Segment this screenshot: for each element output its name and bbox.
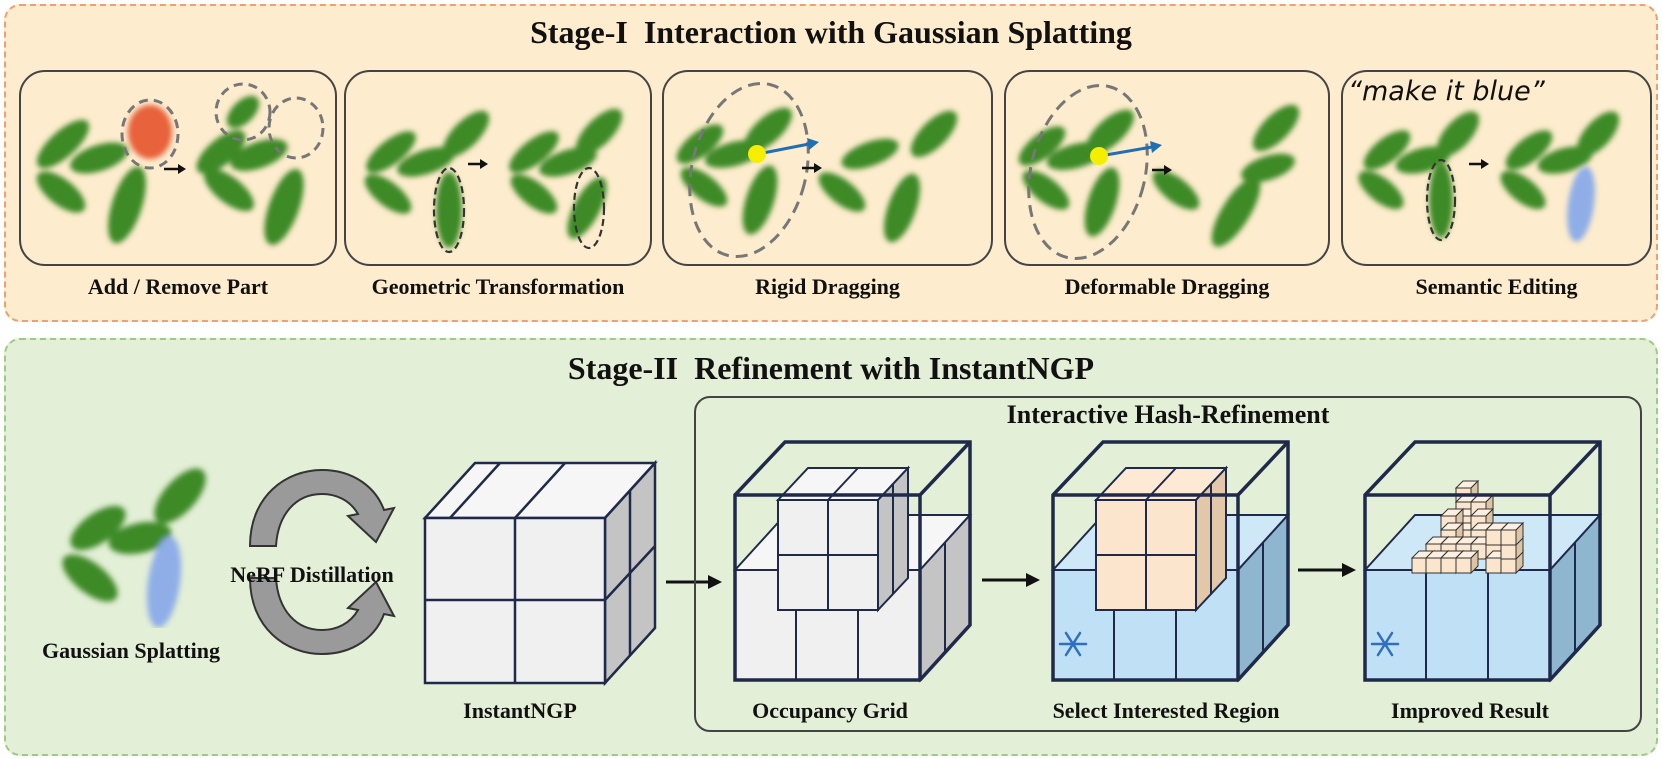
semantic-prompt: “make it blue”: [1348, 76, 1545, 107]
right-arrow-icon: [1298, 563, 1356, 577]
panel-add-remove: [19, 70, 337, 266]
hash-refinement-box: [694, 396, 1642, 732]
panel-deformable-dragging-label: Deformable Dragging: [1064, 274, 1270, 299]
stage2-title: Stage-II Refinement with InstantNGP: [567, 350, 1095, 386]
panel-rigid-dragging-label: Rigid Dragging: [755, 274, 900, 299]
select-region-label: Select Interested Region: [1052, 698, 1280, 723]
improved-result-label: Improved Result: [1391, 698, 1549, 723]
panel-add-remove-label: Add / Remove Part: [87, 274, 269, 299]
panel-geometric-transformation: [344, 70, 652, 266]
right-arrow-icon: [666, 575, 722, 589]
select-region-figure: [1050, 440, 1291, 683]
panel-semantic-editing-label: Semantic Editing: [1415, 274, 1578, 299]
improved-result-figure: [1362, 440, 1603, 683]
cycle-arrow-icon: [248, 468, 396, 656]
panel-rigid-dragging: [662, 70, 993, 266]
gaussian-splatting-label: Gaussian Splatting: [42, 638, 220, 663]
panel-semantic-editing: [1341, 70, 1652, 266]
hash-refinement-title: Interactive Hash-Refinement: [1006, 400, 1330, 429]
occupancy-grid-figure: [732, 440, 973, 683]
occupancy-grid-label: Occupancy Grid: [752, 698, 908, 723]
snowflake-icon: [1370, 631, 1400, 657]
snowflake-icon: [1058, 631, 1088, 657]
panel-geometric-transformation-label: Geometric Transformation: [371, 274, 625, 299]
panel-deformable-dragging: [1004, 70, 1330, 266]
right-arrow-icon: [982, 573, 1040, 587]
nerf-distillation-label: NeRF Distillation: [230, 562, 394, 587]
instantngp-label: InstantNGP: [463, 698, 577, 723]
gaussian-splatting-figure: [62, 468, 206, 628]
stage1-title: Stage-I Interaction with Gaussian Splatt…: [530, 14, 1132, 50]
instantngp-cube: [422, 459, 658, 687]
